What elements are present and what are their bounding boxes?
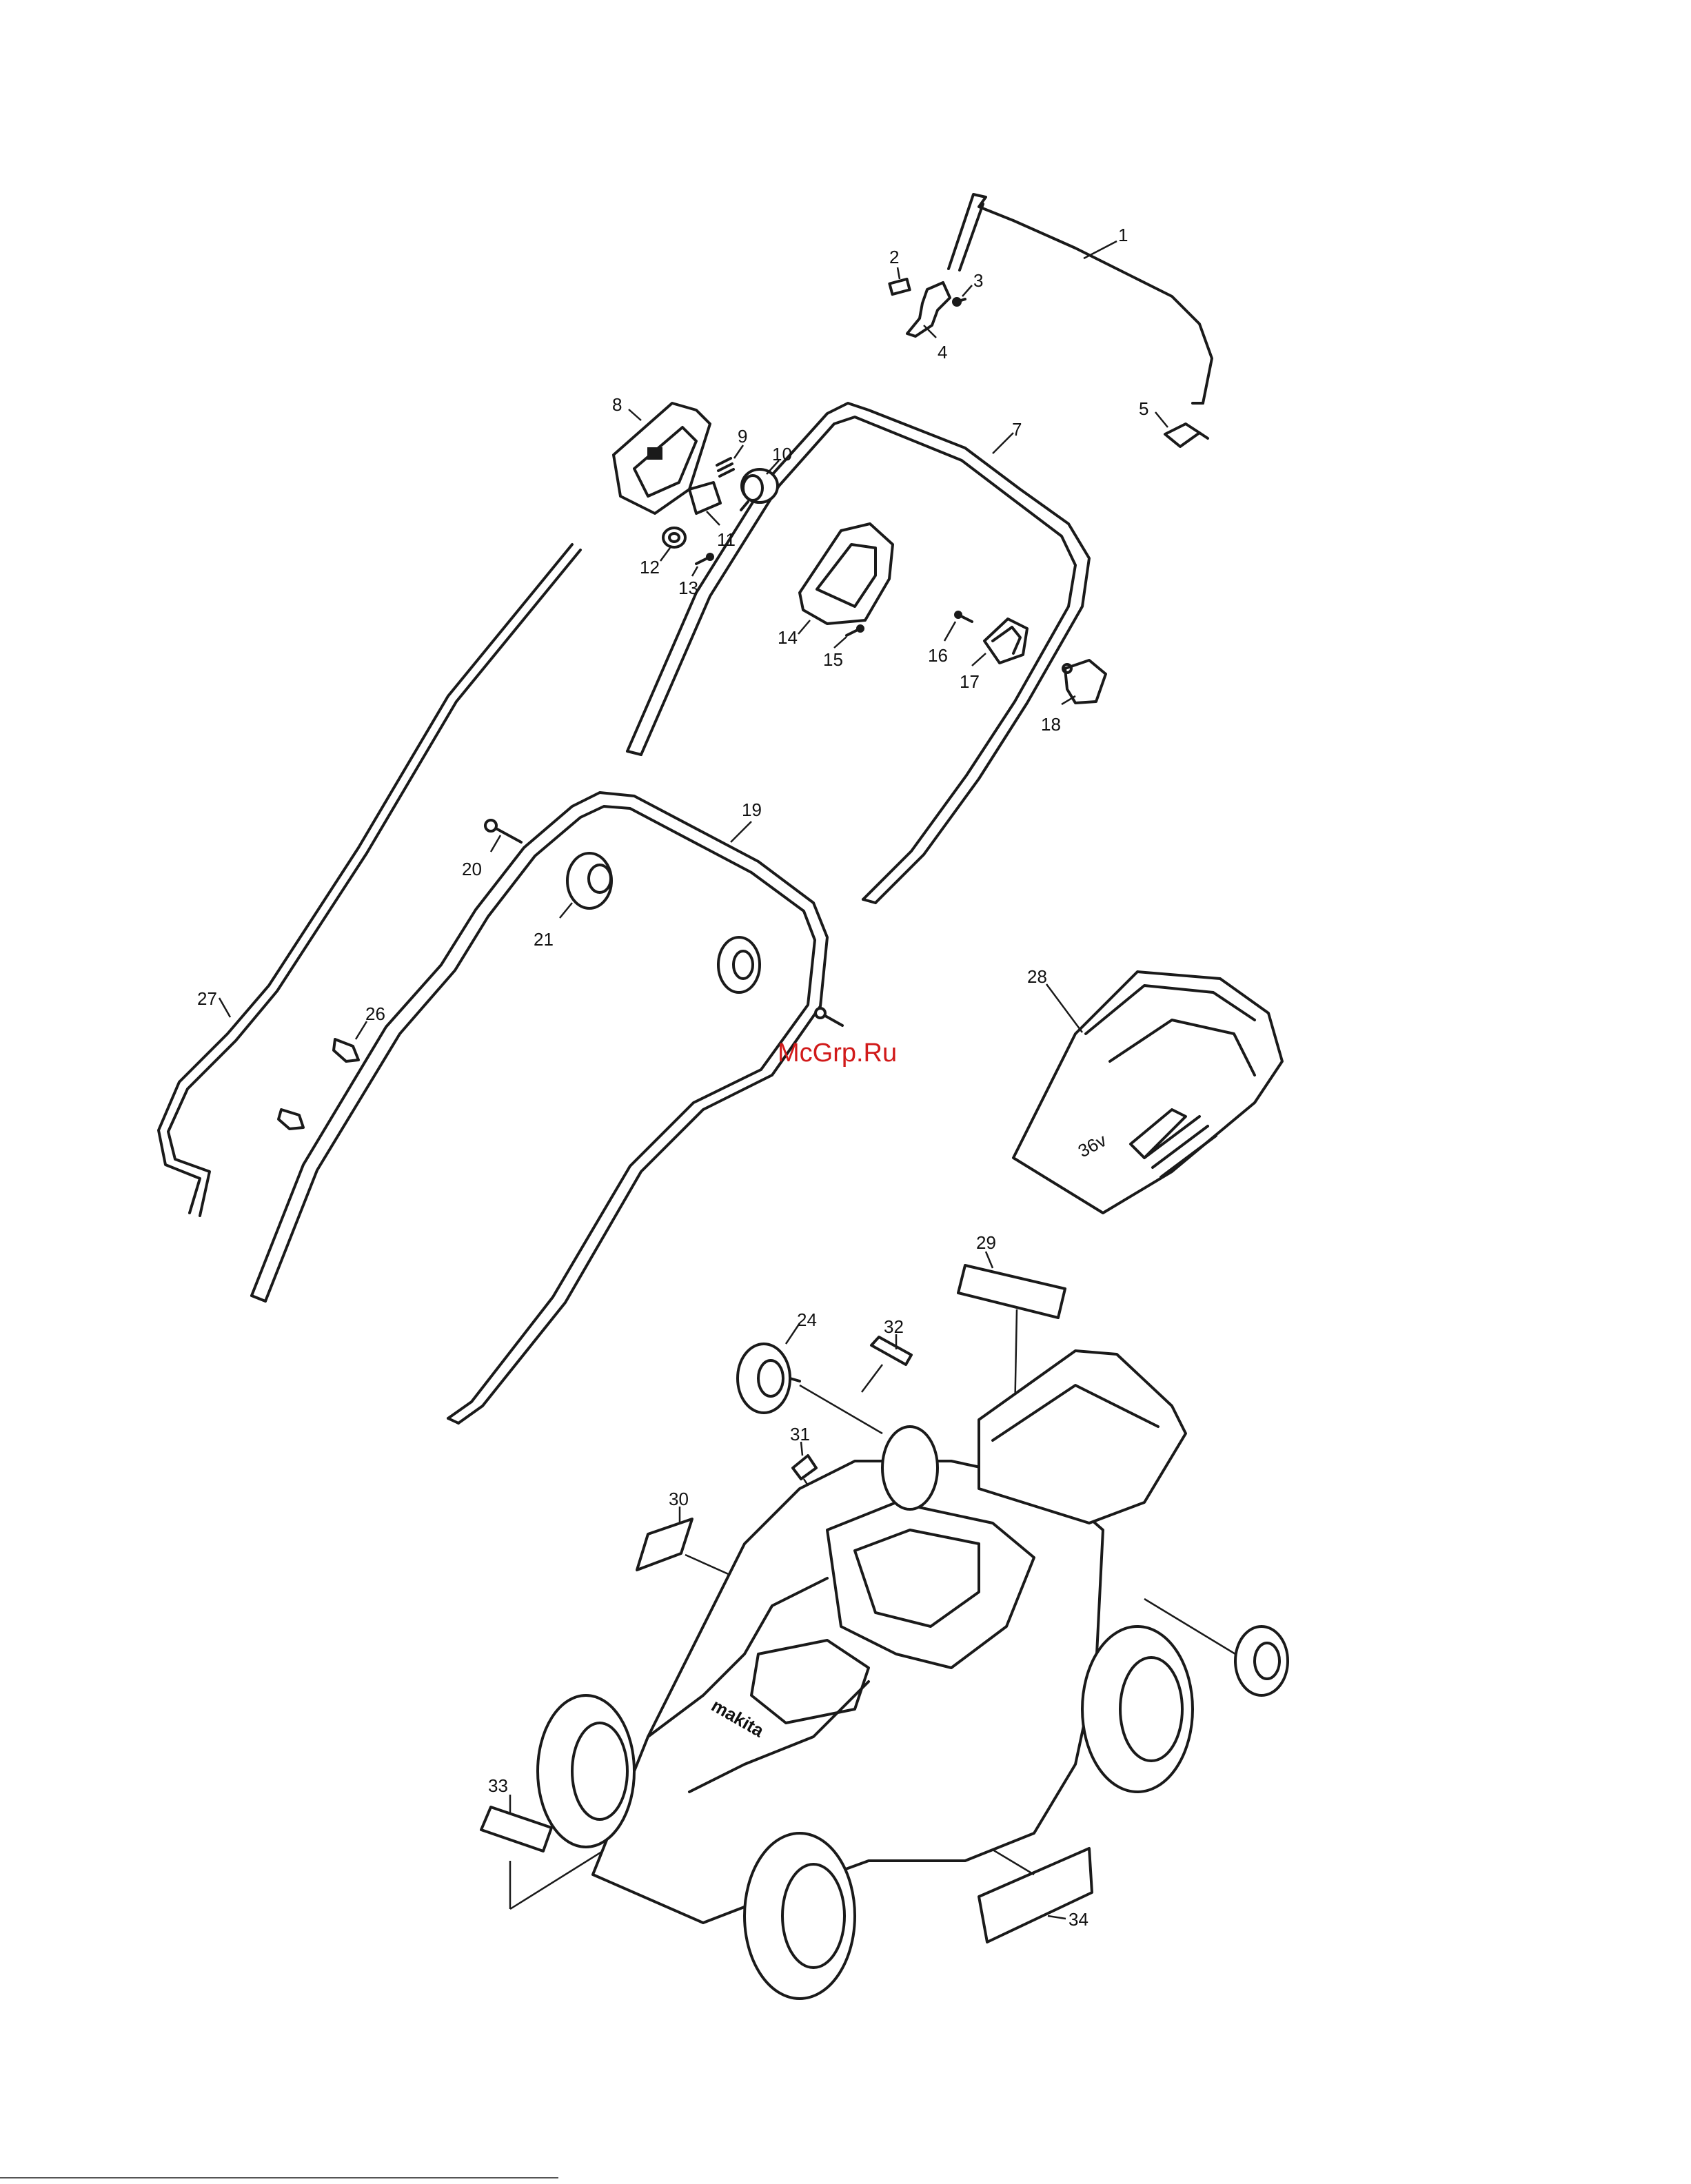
part-11-latch	[689, 482, 720, 513]
lower-handle-knob	[718, 937, 760, 992]
callout-16: 16	[928, 645, 948, 666]
part-13-screw	[696, 553, 713, 564]
callout-13: 13	[678, 578, 698, 598]
part-17-clamp-knob	[984, 619, 1027, 663]
callout-17: 17	[960, 671, 980, 692]
part-1-switch-lever	[949, 194, 1212, 403]
callout-34: 34	[1069, 1909, 1088, 1930]
part-19-lower-handle	[252, 793, 827, 1423]
part-5-clip	[1165, 424, 1208, 447]
part-26-cable-clip	[334, 1039, 358, 1061]
callout-11: 11	[717, 529, 736, 550]
rear-right-wheel	[1082, 1626, 1193, 1792]
callout-14: 14	[778, 627, 798, 648]
callout-28: 28	[1027, 966, 1047, 987]
callout-31: 31	[790, 1424, 810, 1445]
front-right-wheel	[745, 1833, 855, 1999]
callout-24: 24	[797, 1309, 817, 1330]
part-4-switch-trigger	[907, 283, 950, 336]
callout-33: 33	[488, 1775, 508, 1796]
callout-29: 29	[976, 1232, 996, 1253]
callout-1: 1	[1118, 225, 1128, 245]
callout-4: 4	[938, 342, 947, 363]
part-15-screw	[847, 625, 864, 635]
lower-handle-bolt	[816, 1008, 842, 1025]
part-21-knob	[567, 853, 611, 908]
part-16-screw	[955, 611, 972, 622]
callout-26: 26	[365, 1003, 385, 1024]
part-9-spring	[717, 458, 733, 476]
rear-left-wheel-hub	[882, 1427, 938, 1509]
callout-19: 19	[742, 799, 762, 820]
callout-3: 3	[973, 270, 983, 291]
part-12-nut	[663, 528, 685, 547]
part-30-label	[637, 1519, 738, 1578]
callout-12: 12	[640, 557, 660, 578]
callout-10: 10	[772, 444, 792, 465]
callout-27: 27	[197, 988, 217, 1009]
part-28-battery-cover: 36v	[1013, 972, 1282, 1213]
part-3-screw	[953, 298, 965, 306]
mower-body: makita	[593, 1351, 1186, 1923]
callout-30: 30	[669, 1489, 689, 1509]
cable-clip-lower	[279, 1110, 303, 1129]
callout-7: 7	[1012, 419, 1022, 440]
callout-15: 15	[823, 649, 843, 670]
callout-18: 18	[1041, 714, 1061, 735]
callout-9: 9	[738, 426, 747, 447]
callout-2: 2	[889, 247, 899, 267]
front-left-wheel	[538, 1695, 634, 1847]
part-14-handle-bracket	[800, 524, 893, 624]
callout-21: 21	[534, 929, 554, 950]
callout-20: 20	[462, 859, 482, 879]
callout-8: 8	[612, 394, 622, 415]
part-24-height-knob	[738, 1344, 882, 1433]
watermark: McGrp.Ru	[778, 1039, 897, 1068]
callout-32: 32	[884, 1316, 904, 1337]
callout-5: 5	[1139, 398, 1148, 419]
part-32-label	[862, 1337, 911, 1392]
part-20-bolt	[485, 820, 521, 842]
part-10-knob	[741, 469, 778, 510]
part-18-knob	[1063, 660, 1106, 703]
part-2-spring	[889, 279, 909, 294]
